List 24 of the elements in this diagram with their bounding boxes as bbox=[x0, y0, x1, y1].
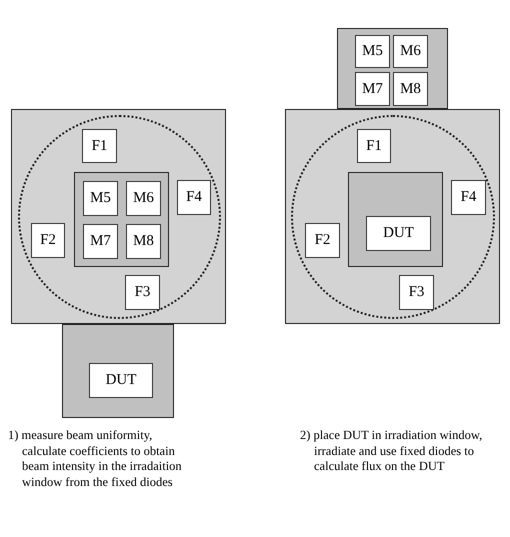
detector-label-box: F1 bbox=[357, 129, 391, 163]
detector-label-box: F3 bbox=[125, 275, 160, 310]
detector-label-box: M6 bbox=[393, 35, 428, 68]
detector-label-box: M5 bbox=[83, 181, 118, 216]
detector-label-box: M5 bbox=[355, 35, 390, 68]
detector-label-box: F4 bbox=[451, 180, 486, 215]
detector-label-box: F4 bbox=[177, 180, 211, 215]
holder-plate bbox=[348, 172, 443, 267]
holder-plate bbox=[74, 172, 169, 267]
detector-label-box: F2 bbox=[31, 223, 65, 258]
detector-label-box: F1 bbox=[82, 129, 117, 163]
detector-label-box: DUT bbox=[366, 216, 431, 251]
detector-label-box: M6 bbox=[126, 181, 161, 216]
detector-label-box: M8 bbox=[126, 224, 161, 259]
detector-label-box: F2 bbox=[305, 223, 340, 258]
caption-text: 2) place DUT in irradiation window, irradiate and use fixed diodes to calculate flux on the DUT bbox=[300, 428, 484, 474]
detector-label-box: F3 bbox=[399, 275, 434, 310]
detector-label-box: M7 bbox=[83, 224, 118, 259]
detector-label-box: M8 bbox=[393, 72, 428, 106]
holder-plate bbox=[337, 28, 448, 109]
holder-plate bbox=[62, 324, 174, 418]
caption-text: 1) measure beam uniformity, calculate coefficients to obtain beam intensity in the irradaition window from the fixed diodes bbox=[8, 428, 183, 490]
detector-label-box: M7 bbox=[355, 72, 390, 106]
detector-label-box: DUT bbox=[89, 363, 153, 398]
